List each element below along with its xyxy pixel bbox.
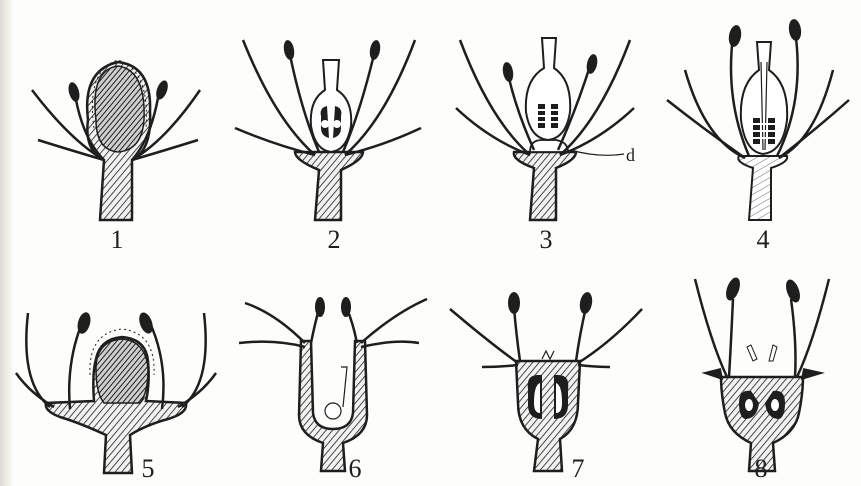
flower-diagram-6: 6: [215, 243, 430, 486]
flower-diagram-1: 1: [0, 0, 215, 243]
annotation-d: d: [626, 145, 635, 165]
flower-diagram-5: 5: [0, 243, 215, 486]
diagram-label-8: 8: [741, 455, 781, 483]
flower-diagram-8: 8: [645, 243, 860, 486]
diagram-label-6: 6: [335, 455, 375, 483]
flower-diagram-2: 2: [215, 0, 430, 243]
flower-diagram-7: 7: [430, 243, 645, 486]
diagram-label-7: 7: [558, 455, 598, 483]
flower-diagram-4: 4: [645, 0, 860, 243]
flower-diagram-3: d 3: [430, 0, 645, 243]
diagram-label-5: 5: [128, 455, 168, 483]
